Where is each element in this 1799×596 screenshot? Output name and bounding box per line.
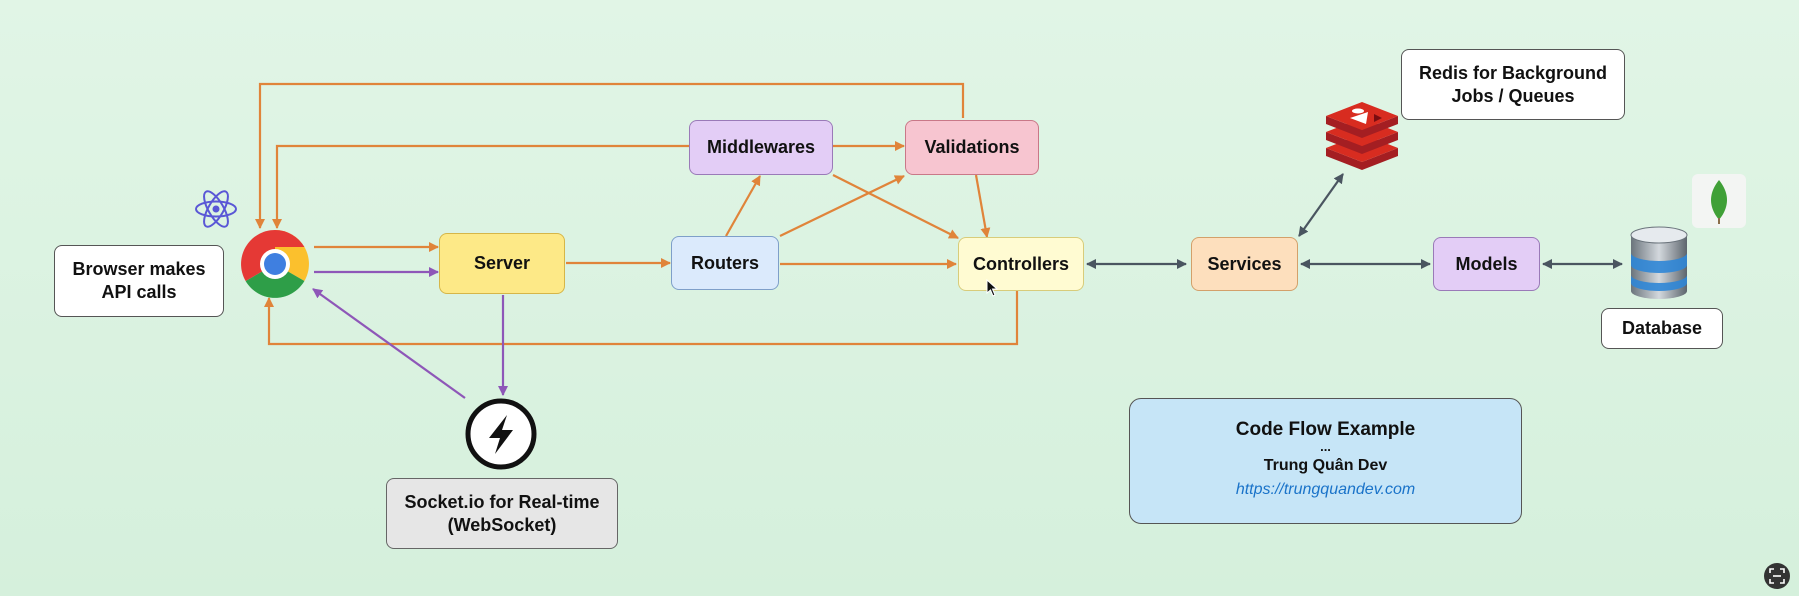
- middlewares-label: Middlewares: [706, 137, 816, 157]
- models-node[interactable]: Models: [1433, 237, 1540, 291]
- validations-label: Validations: [924, 137, 1020, 157]
- services-label: Services: [1207, 253, 1282, 274]
- mongodb-icon: [1692, 174, 1746, 228]
- routers-label: Routers: [690, 252, 759, 273]
- arrow-validations-to-browser-top: [255, 82, 965, 229]
- info-panel-title: Code Flow Example: [1235, 419, 1416, 440]
- database-label-box: Database: [1601, 308, 1723, 349]
- arrow-routers-to-validations: [779, 175, 905, 237]
- database-icon: [1630, 226, 1688, 299]
- controllers-label: Controllers: [972, 253, 1069, 274]
- arrow-middlewares-to-controllers: [832, 174, 959, 239]
- server-label: Server: [473, 253, 531, 273]
- browser-note-line2: API calls: [101, 282, 177, 302]
- screen-scan-button[interactable]: [1764, 563, 1790, 589]
- socket-note-line1: Socket.io for Real-time: [404, 491, 600, 512]
- redis-note-line2: Jobs / Queues: [1451, 85, 1575, 106]
- arrow-services-redis: [1298, 173, 1344, 237]
- info-panel-author: Trung Quân Dev: [1263, 457, 1388, 474]
- controllers-node[interactable]: Controllers: [958, 237, 1084, 291]
- redis-icon: [1326, 102, 1398, 170]
- screen-scan-icon: [1769, 568, 1785, 584]
- arrow-socketio-to-browser: [312, 288, 466, 399]
- database-label: Database: [1621, 318, 1703, 338]
- info-panel-url[interactable]: https://trungquandev.com: [1235, 481, 1416, 498]
- mouse-cursor-icon: [986, 279, 999, 297]
- services-node[interactable]: Services: [1191, 237, 1298, 291]
- models-label: Models: [1455, 253, 1518, 274]
- routers-node[interactable]: Routers: [671, 236, 779, 290]
- socketio-icon: [465, 398, 537, 470]
- validations-node[interactable]: Validations: [905, 120, 1039, 175]
- arrow-controllers-to-browser-response: [264, 291, 1019, 346]
- socket-note: Socket.io for Real-time (WebSocket): [386, 478, 618, 549]
- middlewares-node[interactable]: Middlewares: [689, 120, 833, 175]
- server-node[interactable]: Server: [439, 233, 565, 294]
- react-icon: [195, 190, 237, 228]
- socket-note-line2: (WebSocket): [447, 514, 557, 535]
- info-panel-separator: ...: [1320, 439, 1331, 454]
- browser-note: Browser makes API calls: [54, 245, 224, 317]
- info-panel: Code Flow Example ... Trung Quân Dev htt…: [1129, 398, 1522, 524]
- arrow-middlewares-to-browser: [272, 144, 689, 229]
- chrome-icon: [241, 230, 309, 298]
- browser-note-line1: Browser makes: [72, 259, 206, 279]
- arrow-routers-to-middlewares: [725, 175, 761, 237]
- redis-note: Redis for Background Jobs / Queues: [1401, 49, 1625, 120]
- arrow-validations-to-controllers: [974, 174, 991, 238]
- redis-note-line1: Redis for Background: [1418, 62, 1608, 83]
